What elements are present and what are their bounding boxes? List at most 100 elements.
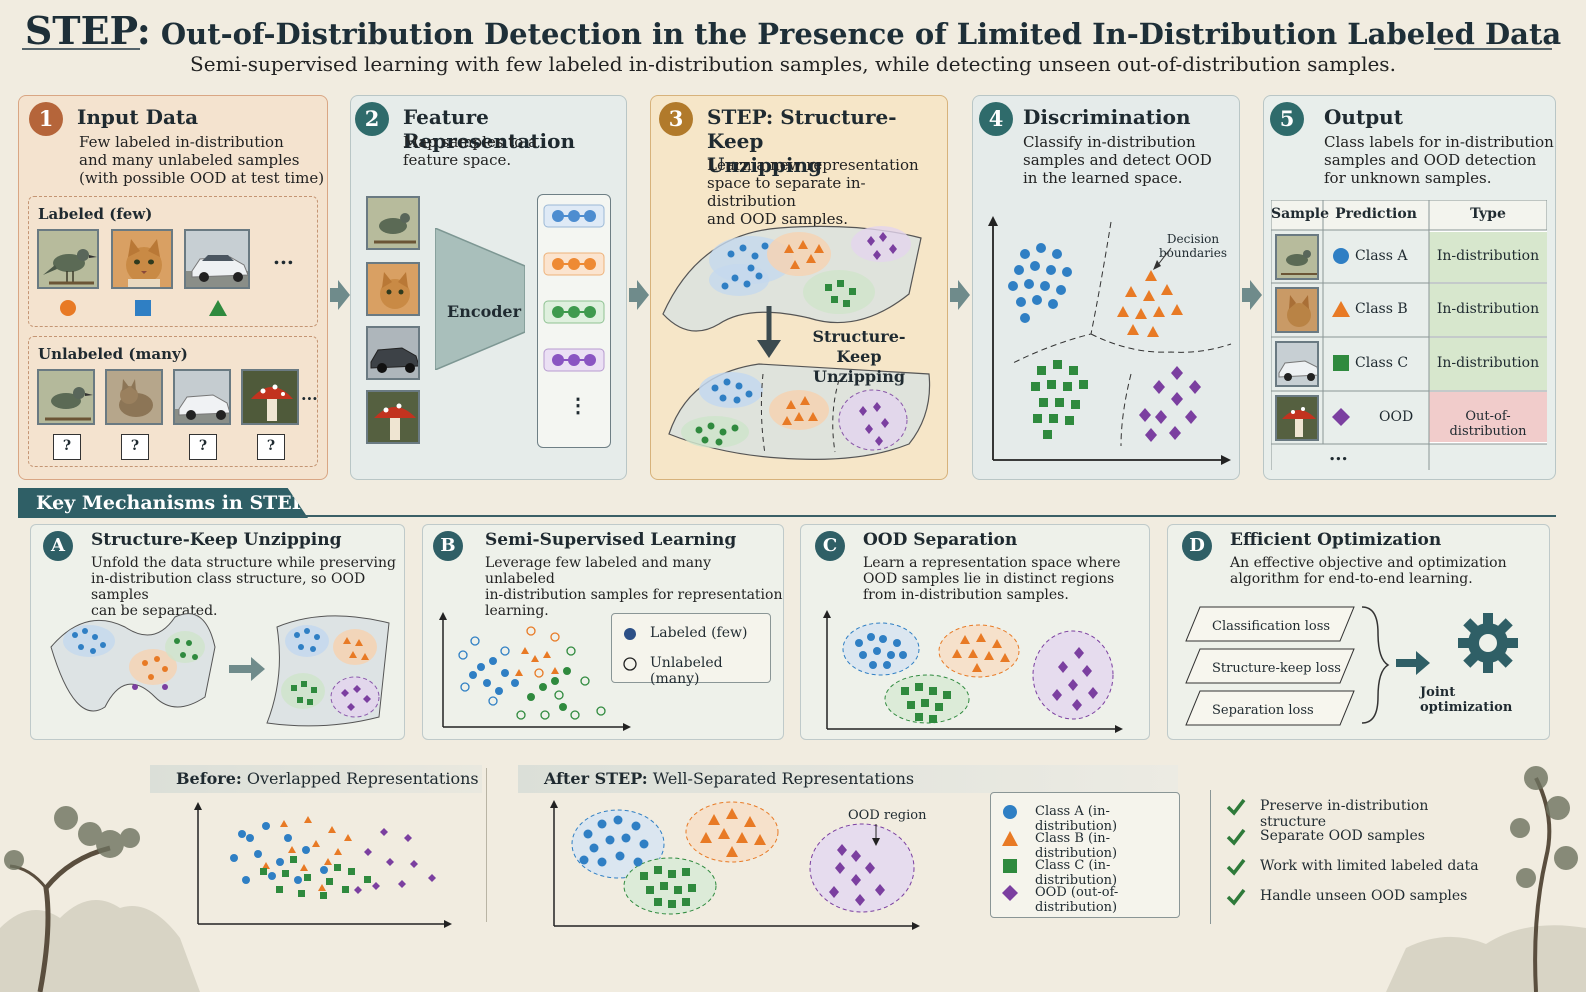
class-legend: Class A (in-distribution) Class B (in-di… xyxy=(990,792,1180,918)
semi-supervised-plot xyxy=(439,612,631,731)
labeled-dot-icon xyxy=(624,628,636,640)
bird-image xyxy=(37,229,99,289)
before-banner: Before: Overlapped Representations xyxy=(150,765,482,793)
type-cell: In-distribution xyxy=(1436,301,1540,317)
after-plot xyxy=(550,800,920,930)
mechanism-letter: B xyxy=(433,531,463,561)
panel-title: Output xyxy=(1324,105,1403,129)
panel-input-data: 1 Input Data Few labeled in-distribution… xyxy=(18,95,328,480)
panel-desc: Class labels for in-distribution samples… xyxy=(1324,133,1554,187)
panel-title: STEP: Structure-Keep Unzipping xyxy=(707,105,897,177)
check-icon xyxy=(1226,798,1246,816)
car-icon xyxy=(370,347,418,373)
table-header-sample: Sample xyxy=(1271,206,1330,222)
legend-class-c: Class C (in-distribution) xyxy=(1035,858,1118,888)
cat-image xyxy=(366,262,420,316)
benefit-item: Work with limited labeled data xyxy=(1260,858,1479,874)
class-b-triangle-icon xyxy=(1332,301,1350,317)
mechanism-letter: C xyxy=(815,531,845,561)
before-plot xyxy=(194,802,452,928)
prediction-cell: OOD xyxy=(1379,409,1414,425)
separation-loss: Separation loss xyxy=(1212,703,1314,718)
step-number-2: 2 xyxy=(355,102,389,136)
class-a-circle-icon xyxy=(1003,805,1017,819)
benefit-item: Handle unseen OOD samples xyxy=(1260,888,1468,904)
prediction-cell: Class C xyxy=(1355,355,1409,371)
unlabeled-label: Unlabeled (many) xyxy=(38,345,188,363)
labeled-class-markers xyxy=(60,300,227,316)
step-number-1: 1 xyxy=(29,102,63,136)
bird-icon xyxy=(1281,250,1317,275)
panel-step-unzipping: 3 STEP: Structure-Keep Unzipping Learn a… xyxy=(650,95,948,480)
flow-arrow-icon xyxy=(330,280,350,310)
encoder-block xyxy=(435,228,525,370)
feature-vector-icons xyxy=(543,204,605,372)
check-icon xyxy=(1226,888,1246,906)
panel-desc: Learn a new representation space to sepa… xyxy=(707,156,919,228)
unlabeled-dot-icon xyxy=(623,657,637,671)
panel-discrimination: 4 Discrimination Classify in-distributio… xyxy=(972,95,1240,480)
class-c-square-icon xyxy=(1333,355,1349,371)
mechanism-semi-supervised: B Semi-Supervised Learning Leverage few … xyxy=(422,524,784,740)
ood-region-label: OOD region xyxy=(848,808,927,823)
step-number-3: 3 xyxy=(659,102,693,136)
feature-ellipsis: ⋮ xyxy=(568,393,588,417)
check-icon xyxy=(1226,858,1246,876)
class-b-circle-icon xyxy=(60,300,76,316)
legend-class-b: Class B (in-distribution) xyxy=(1035,831,1118,861)
legend-class-a: Class A (in-distribution) xyxy=(1035,804,1118,834)
bird-icon xyxy=(45,387,93,421)
table-row-sample-cat xyxy=(1275,287,1319,333)
landscape-right-decoration xyxy=(1386,766,1586,992)
benefits-list: Preserve in-distribution structure Separ… xyxy=(1226,796,1486,926)
unzipping-illustration xyxy=(662,225,931,460)
car-image xyxy=(366,326,420,380)
key-mechanisms-rule xyxy=(300,515,1556,517)
panel-title: Discrimination xyxy=(1023,105,1191,129)
panel-desc: Map samples to a feature space. xyxy=(403,133,538,169)
table-row-sample-car xyxy=(1275,341,1319,387)
table-header-prediction: Prediction xyxy=(1335,206,1417,222)
flow-arrow-icon xyxy=(629,280,649,310)
panel-title: Feature Representation xyxy=(403,105,576,153)
legend-ood: OOD (out-of-distribution) xyxy=(1035,885,1119,915)
car-icon xyxy=(1278,360,1317,381)
mechanism-title: Efficient Optimization xyxy=(1230,530,1442,550)
legend-labeled: Labeled (few) xyxy=(650,625,748,641)
mechanism-structure-keep: A Structure-Keep Unzipping Unfold the da… xyxy=(30,524,405,740)
loss-stack-illustration xyxy=(1185,606,1518,726)
labeled-box: Labeled (few) ... xyxy=(28,196,318,327)
mechanism-desc: Unfold the data structure while preservi… xyxy=(91,555,397,619)
header-rule-left xyxy=(22,48,140,50)
type-cell: Out-of-distribution xyxy=(1449,409,1527,439)
class-c-triangle-icon xyxy=(209,300,227,316)
feature-vectors: ⋮ xyxy=(537,194,611,448)
mechanism-title: OOD Separation xyxy=(863,530,1018,550)
class-b-triangle-icon xyxy=(1002,831,1018,846)
benefit-item: Separate OOD samples xyxy=(1260,828,1425,844)
header-rule-right xyxy=(1434,48,1552,50)
page-title: STEP: Out-of-Distribution Detection in t… xyxy=(24,8,1562,53)
class-c-square-icon xyxy=(1003,859,1017,873)
joint-optimization-label: Joint optimization xyxy=(1420,685,1513,715)
classification-loss: Classification loss xyxy=(1212,619,1331,634)
unzip-label: Structure-Keep Unzipping xyxy=(812,327,906,386)
cat-image xyxy=(111,229,173,289)
discrimination-plot xyxy=(988,216,1232,465)
structure-keep-loss: Structure-keep loss xyxy=(1212,661,1341,676)
unlabeled-car-image xyxy=(173,369,231,425)
ood-separation-plot xyxy=(823,610,1123,733)
bottom-divider xyxy=(486,768,487,922)
flow-arrow-icon xyxy=(1242,280,1262,310)
mushroom-icon xyxy=(374,403,416,440)
semi-supervised-legend: Labeled (few) Unlabeled (many) xyxy=(611,613,771,687)
labeled-label: Labeled (few) xyxy=(38,205,153,223)
mechanism-ood-separation: C OOD Separation Learn a representation … xyxy=(800,524,1150,740)
benefit-item: Preserve in-distribution structure xyxy=(1260,798,1429,830)
car-icon xyxy=(186,255,248,287)
unlabeled-bird-image xyxy=(37,369,95,425)
mechanism-desc: Learn a representation space where OOD s… xyxy=(863,555,1121,603)
unlabeled-cat-image xyxy=(105,369,163,425)
mechanism-letter: A xyxy=(43,531,73,561)
panel-title: Input Data xyxy=(77,105,199,129)
